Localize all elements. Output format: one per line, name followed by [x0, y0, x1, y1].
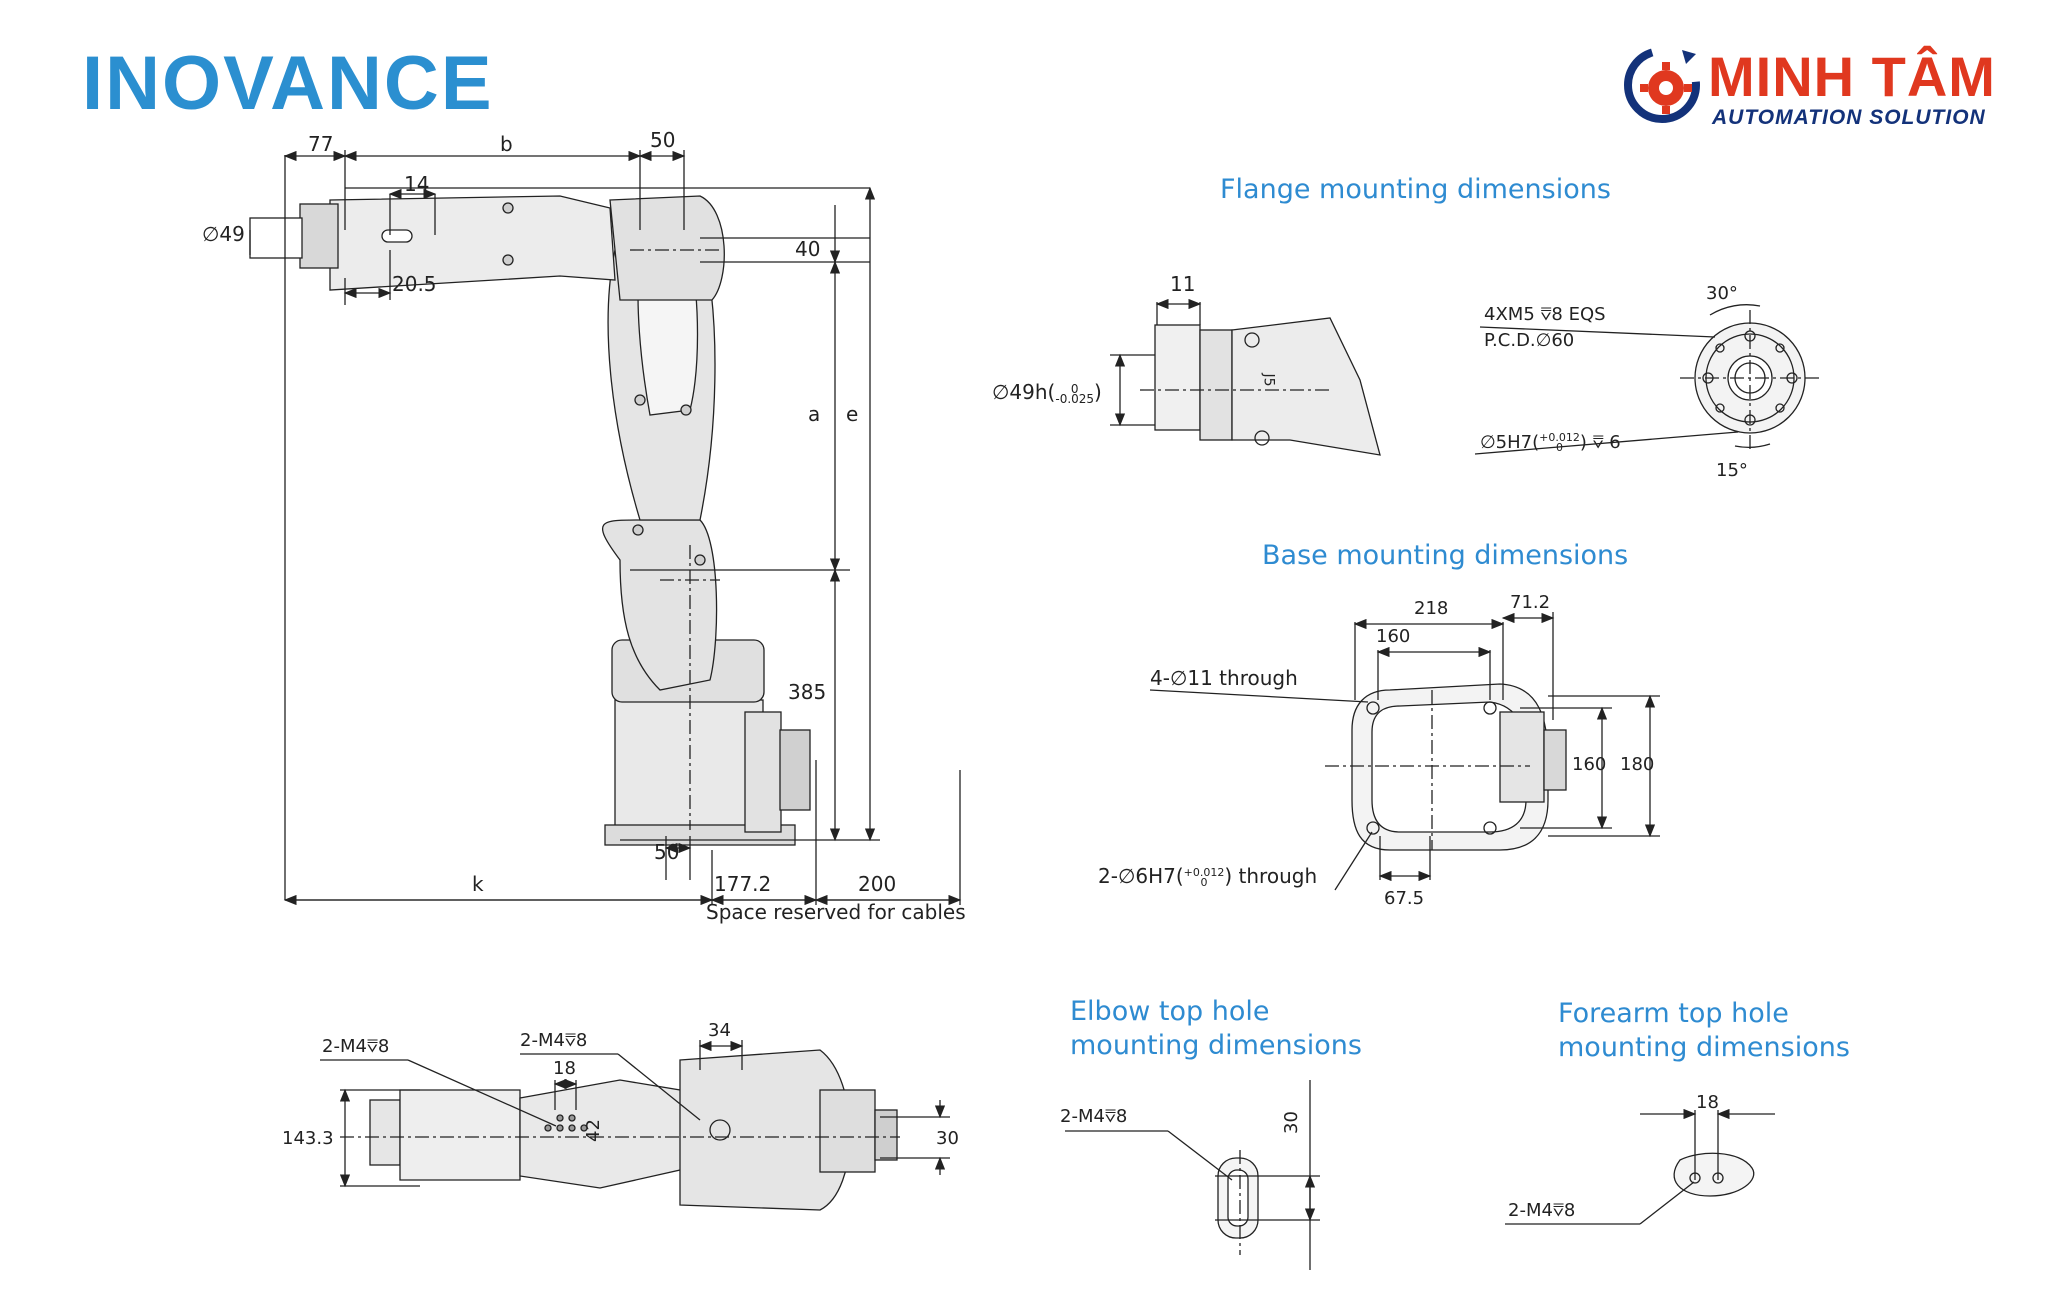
- forearm-heading-line1: Forearm top hole: [1558, 998, 1789, 1029]
- dim-k: k: [472, 872, 484, 896]
- dim-phi49: ∅49: [202, 222, 245, 246]
- elbow-hole-view: [1065, 1080, 1320, 1270]
- dim-77: 77: [308, 132, 334, 156]
- flange-phi5h7-tol-top: +0.012: [1539, 431, 1580, 444]
- flange-phi5h7-tail: ) ⩢ 6: [1579, 432, 1621, 453]
- inovance-logo: INOVANCE: [82, 41, 494, 126]
- forearm-hole-view: [1505, 1108, 1775, 1225]
- top-dim-30: 30: [936, 1128, 959, 1149]
- flange-m5-holes: 4XM5 ⩢8 EQS: [1484, 304, 1606, 325]
- base-pins-tol-top: +0.012: [1183, 865, 1225, 879]
- dim-e: e: [846, 402, 859, 426]
- elbow-dim-30: 30: [1280, 1111, 1302, 1134]
- flange-heading: Flange mounting dimensions: [1220, 174, 1611, 205]
- gear-icon: [1624, 47, 1700, 123]
- side-view-dimensions: [249, 150, 962, 906]
- dim-b: b: [500, 132, 513, 156]
- cable-space-note: Space reserved for cables: [706, 900, 966, 924]
- dim-14: 14: [404, 172, 430, 196]
- side-view-robot: [249, 195, 811, 846]
- dim-177-2: 177.2: [714, 872, 772, 896]
- top-m4-mid: 2-M4⩢8: [520, 1030, 588, 1051]
- top-dim-143-3: 143.3: [282, 1128, 334, 1149]
- base-pins-base: 2-∅6H7(: [1098, 864, 1184, 888]
- elbow-heading-line1: Elbow top hole: [1070, 996, 1270, 1027]
- flange-phi49h-tol-top: 0: [1070, 381, 1079, 396]
- flange-phi49h-close: ): [1094, 380, 1102, 404]
- flange-pcd: P.C.D.∅60: [1484, 330, 1575, 351]
- flange-angle-30: 30°: [1706, 283, 1738, 304]
- base-dim-218: 218: [1414, 598, 1449, 619]
- base-dim-160-side: 160: [1572, 754, 1607, 775]
- forearm-dim-18: 18: [1696, 1092, 1719, 1113]
- elbow-heading-line2: mounting dimensions: [1070, 1030, 1362, 1061]
- dim-a: a: [808, 402, 821, 426]
- top-m4-left: 2-M4⩢8: [322, 1036, 390, 1057]
- flange-j5-label: J5: [1260, 373, 1277, 387]
- base-heading: Base mounting dimensions: [1262, 540, 1629, 571]
- elbow-m4: 2-M4⩢8: [1060, 1106, 1128, 1127]
- base-dim-67-5: 67.5: [1384, 888, 1425, 909]
- base-dim-71-2: 71.2: [1510, 592, 1551, 613]
- base-pins-tol-bot: 0: [1200, 875, 1208, 889]
- dim-200: 200: [858, 872, 897, 896]
- dim-20-5: 20.5: [392, 272, 437, 296]
- flange-dim-11: 11: [1170, 272, 1196, 296]
- dim-385: 385: [788, 680, 827, 704]
- forearm-m4: 2-M4⩢8: [1508, 1200, 1576, 1221]
- base-dim-180: 180: [1620, 754, 1655, 775]
- base-dim-160-top: 160: [1376, 626, 1411, 647]
- flange-phi49h: ∅49h( 0-0.025): [992, 380, 1102, 406]
- flange-angle-15: 15°: [1716, 460, 1748, 481]
- top-dim-34: 34: [708, 1020, 731, 1041]
- base-through-holes: 4-∅11 through: [1150, 666, 1298, 690]
- flange-side-view: [1110, 298, 1381, 456]
- top-view-robot: [320, 1040, 950, 1211]
- dim-40: 40: [795, 237, 821, 261]
- top-dim-18: 18: [553, 1058, 576, 1079]
- flange-face-view: [1474, 304, 1820, 455]
- base-plate-view: [1149, 612, 1660, 891]
- flange-phi49h-tol-bot: -0.025: [1055, 391, 1095, 406]
- top-dim-42: 42: [582, 1119, 604, 1142]
- flange-phi49h-base: ∅49h(: [992, 380, 1056, 404]
- minhtam-logo: MINH TÂM AUTOMATION SOLUTION: [1620, 40, 2020, 130]
- minhtam-subtitle: AUTOMATION SOLUTION: [1712, 106, 1986, 129]
- flange-phi5h7-tol-bot: 0: [1556, 441, 1564, 454]
- dim-50-top: 50: [650, 128, 676, 152]
- minhtam-title: MINH TÂM: [1708, 45, 1996, 108]
- flange-phi5h7-base: ∅5H7(: [1480, 432, 1540, 453]
- base-pins-tail: ) through: [1224, 864, 1318, 888]
- forearm-heading-line2: mounting dimensions: [1558, 1032, 1850, 1063]
- dim-50-bottom: 50: [654, 840, 680, 864]
